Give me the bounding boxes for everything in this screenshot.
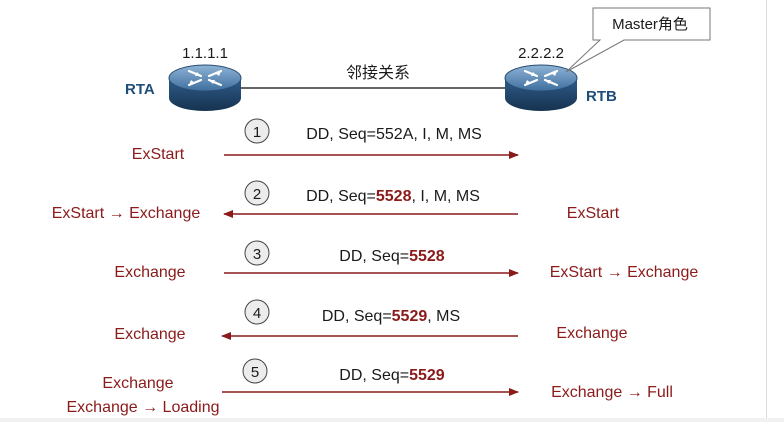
router-ip-rta: 1.1.1.1 — [182, 45, 228, 62]
rta-state: ExStart → Exchange — [52, 205, 201, 222]
step-number-circle — [244, 118, 270, 144]
rta-state-secondary: Exchange → Loading — [67, 399, 220, 416]
bottom-strip — [0, 418, 784, 422]
step-1: 1 DD, Seq=552A, I, M, MS ExStart — [132, 118, 519, 163]
master-callout: Master角色 — [565, 7, 711, 73]
step-2: 2 DD, Seq=5528, I, M, MS ExStart → Excha… — [52, 180, 620, 222]
router-ip-rtb: 2.2.2.2 — [518, 45, 564, 62]
rta-state: Exchange — [114, 264, 185, 281]
router-name-rtb: RTB — [586, 88, 617, 105]
rtb-state: Exchange → Full — [551, 384, 673, 401]
step-number: 4 — [253, 305, 261, 322]
step-message: DD, Seq=5529 — [339, 367, 445, 384]
master-callout-text: Master角色 — [612, 16, 688, 33]
step-message: DD, Seq=5528, I, M, MS — [306, 188, 480, 205]
step-number: 3 — [253, 246, 261, 263]
rta-state: ExStart — [132, 146, 185, 163]
step-4: 4 DD, Seq=5529, MS Exchange Exchange — [114, 299, 628, 343]
rtb-state: ExStart — [567, 205, 620, 222]
rtb-state: ExStart → Exchange — [550, 264, 699, 281]
step-number-circle — [244, 180, 270, 206]
step-number: 5 — [251, 364, 259, 381]
seq-highlight: 5529 — [409, 367, 445, 384]
step-3: 3 DD, Seq=5528 Exchange ExStart → Exchan… — [114, 240, 699, 281]
step-number-circle — [244, 240, 270, 266]
step-number-circle — [244, 299, 270, 325]
seq-highlight: 5528 — [409, 248, 445, 265]
step-message: DD, Seq=5529, MS — [322, 308, 460, 325]
step-number: 1 — [253, 124, 261, 141]
step-number-circle — [242, 358, 268, 384]
router-name-rta: RTA — [125, 81, 155, 98]
step-5: 5 DD, Seq=5529 Exchange Exchange → Loadi… — [67, 358, 673, 416]
router-icon-rta — [168, 64, 242, 111]
frame-edge — [766, 0, 767, 418]
rta-state: Exchange — [114, 326, 185, 343]
rtb-state: Exchange — [556, 325, 627, 342]
adjacency-label: 邻接关系 — [346, 64, 410, 82]
step-message: DD, Seq=5528 — [339, 248, 445, 265]
rta-state: Exchange — [102, 375, 173, 392]
step-message: DD, Seq=552A, I, M, MS — [306, 126, 482, 143]
seq-highlight: 5529 — [392, 308, 428, 325]
step-number: 2 — [253, 186, 261, 203]
router-icon-rtb — [504, 64, 578, 111]
seq-highlight: 5528 — [376, 188, 412, 205]
